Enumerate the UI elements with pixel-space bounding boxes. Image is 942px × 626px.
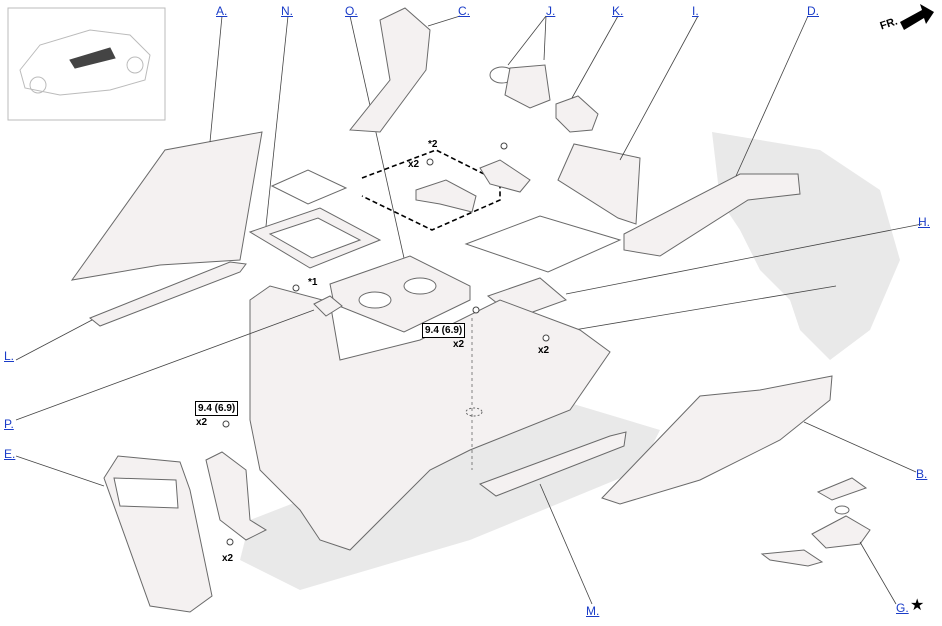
- leader-m: [539, 483, 593, 605]
- leader-i: [619, 15, 699, 161]
- leader-b: [803, 421, 917, 473]
- part-small-tray: [270, 169, 348, 205]
- callout-c[interactable]: C.: [458, 4, 470, 18]
- torque-spec-lower: 9.4 (6.9): [195, 401, 239, 416]
- callout-e[interactable]: E.: [4, 447, 16, 461]
- part-rear-bracket: [205, 451, 268, 541]
- part-bracket: [415, 179, 477, 213]
- part-tray-panel: [464, 215, 622, 273]
- cup-hole-2: [403, 277, 437, 295]
- leader-g: [859, 541, 897, 605]
- cup-hole-1: [358, 291, 392, 309]
- bolt-icons: [222, 142, 550, 546]
- guide-ring: [465, 407, 483, 417]
- callout-j[interactable]: J.: [546, 4, 556, 18]
- note-qty-upper: x2: [453, 339, 465, 350]
- callout-m[interactable]: M.: [586, 604, 600, 618]
- front-arrow-icon: [900, 4, 934, 30]
- leader-a: [209, 15, 223, 143]
- callout-b[interactable]: B.: [916, 467, 928, 481]
- leader-h: [565, 223, 923, 295]
- part-j-outlet[interactable]: [489, 64, 551, 109]
- part-n-bezel[interactable]: [248, 207, 382, 269]
- part-l-strip[interactable]: [89, 261, 247, 327]
- callout-l[interactable]: L.: [4, 349, 15, 363]
- part-m-sill[interactable]: [478, 431, 627, 497]
- leader-d: [735, 15, 809, 177]
- rear-vent-grille: [113, 477, 179, 509]
- callout-i[interactable]: I.: [692, 4, 699, 18]
- part-d-trim[interactable]: [623, 173, 801, 257]
- part-console-body: [249, 285, 611, 551]
- part-c-trim[interactable]: [349, 7, 431, 133]
- part-p-switch[interactable]: [313, 295, 343, 317]
- part-a-side-panel[interactable]: [70, 131, 263, 281]
- note-qty-bracket: x2: [408, 159, 420, 170]
- part-bracket-clip: [479, 159, 531, 193]
- vehicle-locator-icon: [19, 29, 151, 96]
- leader-l: [15, 319, 93, 361]
- note-star2: *2: [428, 139, 438, 150]
- leader-k: [571, 15, 619, 99]
- part-g-cluster[interactable]: [760, 477, 871, 567]
- callout-o[interactable]: O.: [345, 4, 358, 18]
- callout-a[interactable]: A.: [216, 4, 228, 18]
- leader-n: [265, 15, 289, 227]
- bracket-group-outline: [361, 149, 501, 231]
- star-icon: ★: [910, 597, 925, 614]
- leader-h2: [573, 285, 837, 331]
- leader-e: [15, 455, 105, 487]
- callout-k[interactable]: K.: [612, 4, 624, 18]
- leader-p: [15, 309, 315, 421]
- note-qty-left: x2: [196, 417, 208, 428]
- leader-j-b: [543, 15, 547, 61]
- part-k-switch[interactable]: [555, 95, 599, 133]
- callout-n[interactable]: N.: [281, 4, 293, 18]
- callout-h[interactable]: H.: [918, 215, 930, 229]
- callout-g[interactable]: G.: [896, 601, 909, 615]
- part-i-bracket[interactable]: [557, 143, 641, 225]
- note-qty-bottom: x2: [222, 553, 234, 564]
- leader-o: [349, 15, 405, 259]
- part-o-cup-holder[interactable]: [329, 255, 471, 333]
- note-qty-right: x2: [538, 345, 550, 356]
- leader-j-a: [507, 15, 547, 66]
- torque-spec-upper: 9.4 (6.9): [422, 323, 466, 338]
- part-b-side-panel[interactable]: [601, 375, 833, 505]
- leader-c: [427, 15, 461, 27]
- callout-p[interactable]: P.: [4, 417, 14, 431]
- callout-d[interactable]: D.: [807, 4, 819, 18]
- note-star1: *1: [308, 277, 318, 288]
